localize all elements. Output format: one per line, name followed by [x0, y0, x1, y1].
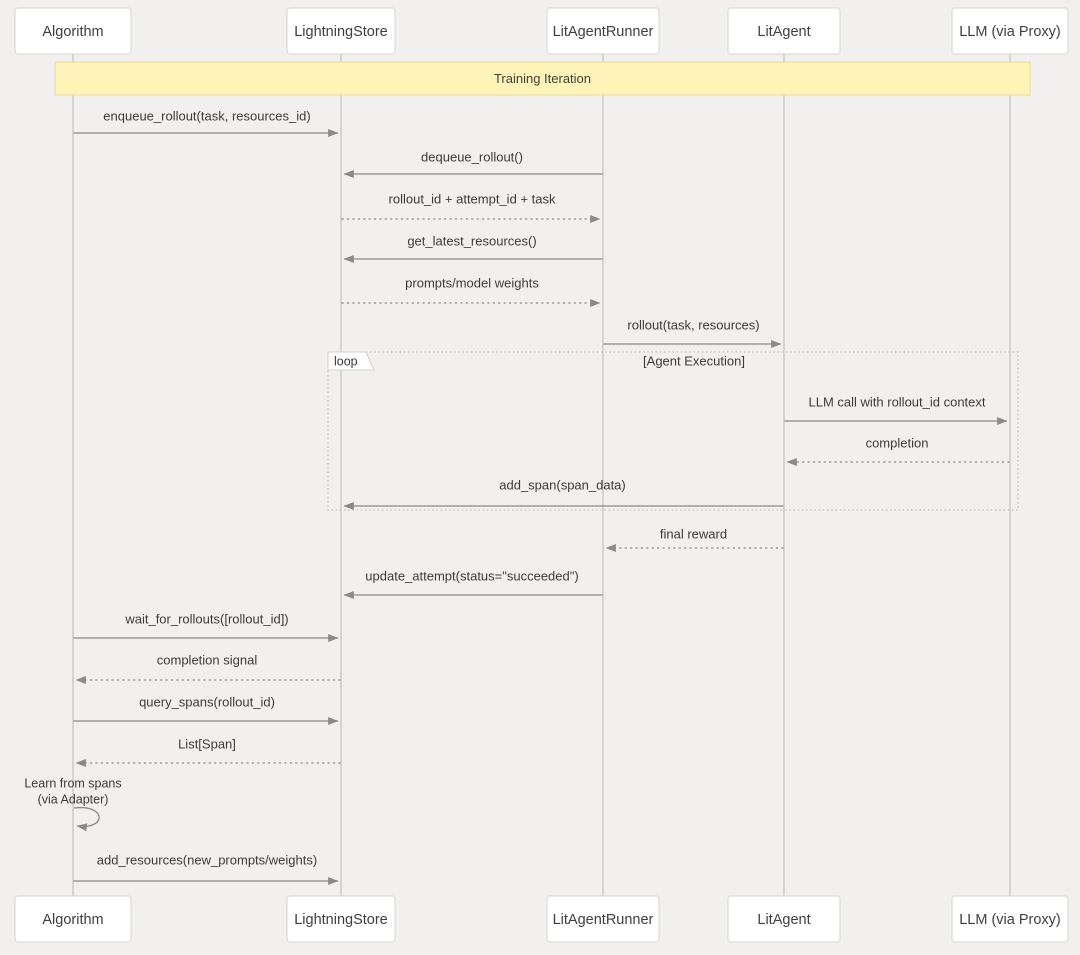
message-label-m11: update_attempt(status="succeeded") [365, 568, 578, 583]
message-label-m14: query_spans(rollout_id) [139, 694, 275, 709]
message-label-m10: final reward [660, 526, 727, 541]
message-label-m9: add_span(span_data) [499, 477, 626, 492]
participant-box-top-llm[interactable] [951, 7, 1069, 55]
participant-label-bottom-llm: LLM (via Proxy) [959, 912, 1061, 928]
messages-layer: enqueue_rollout(task, resources_id)deque… [73, 108, 1010, 885]
participant-label-bottom-lightningstore: LightningStore [294, 912, 388, 928]
self-message-label-line1-learn-from-spans: Learn from spans [24, 776, 121, 790]
participant-label-top-litagent: LitAgent [757, 24, 810, 40]
message-label-m3: rollout_id + attempt_id + task [389, 191, 556, 206]
participants-layer: AlgorithmAlgorithmLightningStoreLightnin… [14, 7, 1069, 943]
message-label-m12: wait_for_rollouts([rollout_id]) [124, 611, 288, 626]
banner-layer: Training Iteration [54, 61, 1031, 96]
frame-tab-label-loop-agent-execution: loop [334, 354, 358, 368]
frame-tab-loop-agent-execution [327, 351, 375, 371]
participant-label-bottom-litagentrunner: LitAgentRunner [553, 912, 654, 928]
frame-loop-agent-execution [327, 351, 1019, 511]
participant-label-bottom-algorithm: Algorithm [42, 912, 103, 928]
participant-label-top-litagentrunner: LitAgentRunner [553, 24, 654, 40]
message-label-m6: rollout(task, resources) [627, 317, 759, 332]
self-message-layer: Learn from spans (via Adapter) [24, 776, 122, 832]
participant-box-top-litagent[interactable] [727, 7, 841, 55]
message-label-m4: get_latest_resources() [407, 233, 536, 248]
participant-box-bottom-lightningstore[interactable] [286, 895, 396, 943]
message-label-m8: completion [866, 435, 929, 450]
participant-box-bottom-algorithm[interactable] [14, 895, 132, 943]
participant-box-bottom-litagent[interactable] [727, 895, 841, 943]
training-iteration-banner [54, 61, 1031, 96]
participant-box-bottom-litagentrunner[interactable] [546, 895, 660, 943]
participant-box-top-algorithm[interactable] [14, 7, 132, 55]
participant-box-top-lightningstore[interactable] [286, 7, 396, 55]
participant-label-bottom-litagent: LitAgent [757, 912, 810, 928]
participant-label-top-lightningstore: LightningStore [294, 24, 388, 40]
participant-label-top-llm: LLM (via Proxy) [959, 24, 1061, 40]
message-label-m5: prompts/model weights [405, 275, 539, 290]
message-label-m16: add_resources(new_prompts/weights) [97, 852, 317, 867]
message-label-m15: List[Span] [178, 736, 236, 751]
message-label-m1: enqueue_rollout(task, resources_id) [103, 108, 310, 123]
participant-box-bottom-llm[interactable] [951, 895, 1069, 943]
message-label-m13: completion signal [157, 652, 258, 667]
frame-condition-loop-agent-execution: [Agent Execution] [643, 353, 745, 368]
frames-layer: loop [Agent Execution] [327, 351, 1019, 511]
self-message-label-line2-learn-from-spans: (via Adapter) [38, 792, 109, 806]
training-iteration-banner-label: Training Iteration [494, 71, 591, 86]
self-message-loop-learn-from-spans [73, 806, 100, 832]
message-label-m2: dequeue_rollout() [421, 149, 523, 164]
message-label-m7: LLM call with rollout_id context [808, 394, 985, 409]
participant-label-top-algorithm: Algorithm [42, 24, 103, 40]
lifelines-layer [72, 54, 1011, 896]
participant-box-top-litagentrunner[interactable] [546, 7, 660, 55]
